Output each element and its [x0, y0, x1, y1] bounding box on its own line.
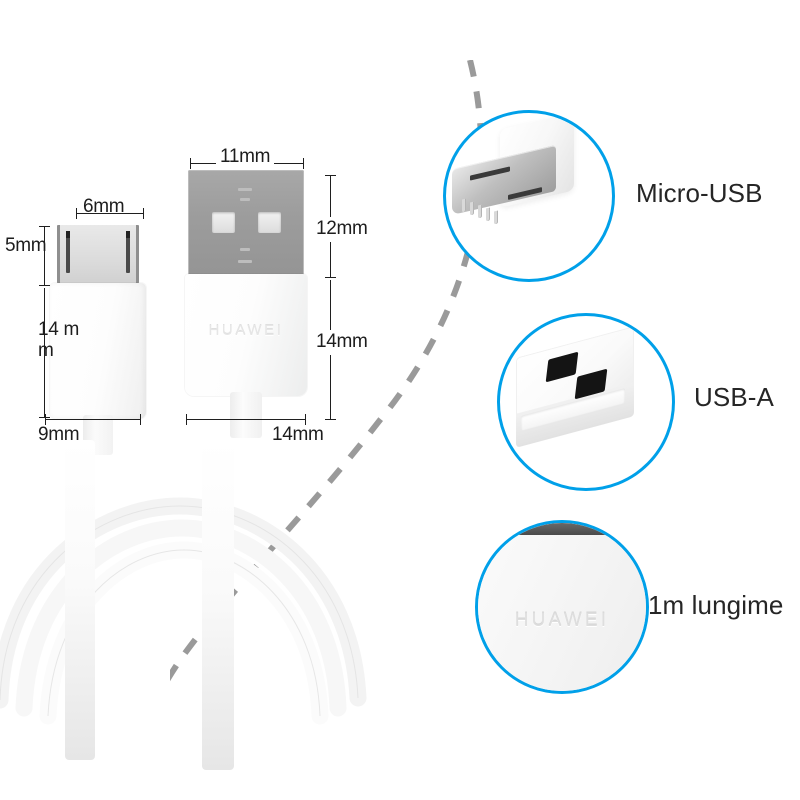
dim-cap [325, 419, 336, 420]
callout-circle-cable-length: HUAWEI [475, 520, 649, 694]
dim-label-micro-body-width: 9mm [38, 424, 80, 445]
dim-cap [305, 414, 306, 425]
dim-label-usb-body-width: 14mm [272, 424, 324, 445]
dim-cap [76, 208, 77, 219]
micro-usb-dimension-drawing [50, 225, 146, 455]
dim-label-micro-plug-width: 6mm [83, 196, 125, 217]
dim-label-usb-head-width: 11mm [216, 146, 275, 168]
callout-circle-usb-a [497, 313, 675, 491]
callout-label-cable-length: 1m lungime [648, 590, 784, 620]
usb-a-notch [240, 248, 250, 251]
usb-a-notch [238, 188, 252, 191]
dim-cap [303, 158, 304, 169]
usb-a-contact-window [212, 212, 235, 233]
cable-loops [0, 440, 367, 770]
dim-cap [39, 226, 50, 227]
micro-usb-plug-shell [57, 225, 139, 287]
dim-line-6mm [76, 213, 144, 214]
dim-cap [140, 414, 141, 425]
dim-cap [39, 417, 50, 418]
callout-circle-micro-usb [443, 110, 615, 282]
micro-usb-contact-right [126, 231, 130, 273]
dim-line-9mm [45, 419, 141, 420]
micro-usb-housing [50, 283, 146, 419]
micro-usb-contact-left [66, 231, 70, 273]
dim-cap [39, 285, 50, 286]
dim-label-micro-body-height: 14 m m [38, 319, 80, 361]
cable-photo-surface [478, 523, 646, 691]
dim-cap [325, 175, 336, 176]
micro-usb-photo-tooth [494, 210, 498, 225]
dim-label-usb-body-height: 14mm [313, 330, 371, 355]
dim-line-14mm-usb-width [186, 419, 306, 420]
callout-label-micro-usb: Micro-USB [636, 178, 763, 208]
dim-cap [325, 277, 336, 278]
dim-label-micro-plug-height: 5mm [5, 235, 47, 256]
micro-usb-photo-tooth [486, 207, 490, 222]
dim-cap [186, 414, 187, 425]
dim-line-14mm-micro [44, 288, 45, 418]
dim-cap [45, 414, 46, 425]
micro-usb-photo-tooth [470, 201, 474, 216]
usb-a-cable-stub [230, 392, 262, 438]
usb-a-housing: HUAWEI [185, 274, 307, 396]
micro-usb-photo-tooth [462, 198, 466, 213]
dim-line-5mm [44, 226, 45, 286]
cable-photo-brand-emboss: HUAWEI [514, 610, 610, 632]
usb-a-notch [240, 198, 250, 201]
cable-photo-connector-edge [498, 523, 626, 535]
usb-a-notch [238, 260, 252, 263]
usb-a-contact-window [258, 212, 281, 233]
callout-label-usb-a: USB-A [694, 382, 774, 412]
dim-label-usb-head-height: 12mm [313, 217, 371, 242]
micro-usb-photo-tooth [478, 204, 482, 219]
dim-cap [143, 208, 144, 219]
dim-cap [190, 158, 191, 169]
usb-a-dimension-drawing: HUAWEI [185, 170, 307, 438]
usb-a-brand-emboss: HUAWEI [208, 322, 284, 339]
usb-a-metal-head [188, 170, 304, 278]
